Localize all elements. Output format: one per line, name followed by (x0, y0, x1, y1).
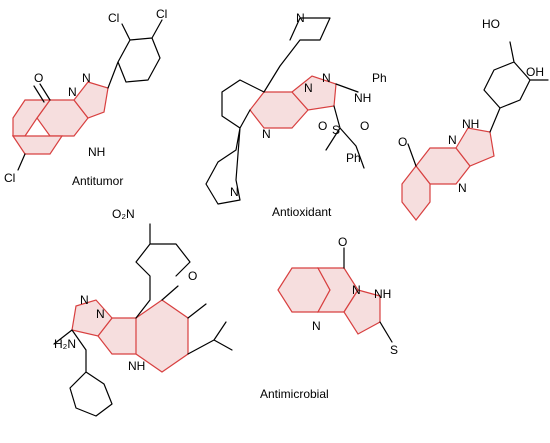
antioxidant-s: S (332, 123, 340, 137)
antioxidant-ph-2: Ph (346, 151, 361, 165)
caption-antitumor: Antitumor (72, 174, 123, 188)
antitumor-cl-1: Cl (108, 11, 119, 25)
thione-bonds (343, 247, 393, 343)
antimicrobial-n2: N (96, 307, 105, 321)
antioxidant-n3: N (262, 127, 271, 141)
thione-pyrazole-highlight (343, 289, 381, 335)
antitumor-carbonyl-o: O (34, 71, 43, 85)
antioxidant-pyrazole-highlight (291, 75, 337, 111)
antioxidant-ph-1: Ph (372, 71, 387, 85)
antitumor-bonds (17, 19, 163, 171)
antimicrobial-n1: N (80, 293, 89, 307)
catechol-ho: HO (482, 17, 500, 31)
antimicrobial-carbonyl-o: O (188, 269, 197, 283)
antimicrobial-h2n: H₂N (54, 337, 76, 351)
antitumor-pyrazole-highlight (73, 81, 109, 119)
antitumor-n2: N (82, 71, 91, 85)
thione-n1: N (352, 283, 361, 297)
antimicrobial-pyrazole-highlight (71, 299, 113, 337)
thione-nh: NH (374, 287, 391, 301)
catechol-bonds (407, 41, 549, 167)
antioxidant-n2: N (322, 71, 331, 85)
antitumor-n1: N (68, 85, 77, 99)
compound-antioxidant: N N N N NH Ph S O O Ph N Antioxidant (205, 11, 387, 219)
catechol-pyrazole-highlight (455, 127, 495, 167)
antioxidant-bonds (205, 17, 365, 205)
antitumor-benzo2-highlight (11, 135, 64, 155)
compound-catechol: HO OH O N NH N (398, 17, 549, 221)
catechol-oh: OH (526, 65, 544, 79)
thione-s: S (390, 343, 398, 357)
compound-thione: O N NH N S (277, 235, 398, 357)
catechol-carbonyl-o: O (398, 135, 407, 149)
antimicrobial-bonds (53, 223, 233, 417)
caption-antimicrobial: Antimicrobial (260, 387, 329, 401)
antimicrobial-o2n: O₂N (112, 207, 135, 221)
catechol-n1: N (448, 133, 457, 147)
antimicrobial-nh: NH (128, 359, 145, 373)
compound-antimicrobial: O₂N O N N H₂N NH Antimicrobial (53, 207, 329, 417)
antioxidant-nh: NH (354, 91, 371, 105)
antitumor-cl-2: Cl (156, 7, 167, 21)
catechol-nh: NH (462, 117, 479, 131)
thione-carbonyl-o: O (338, 235, 347, 249)
antioxidant-n1: N (304, 81, 313, 95)
caption-antioxidant: Antioxidant (272, 205, 332, 219)
thione-n2: N (312, 319, 321, 333)
antioxidant-pyridine-n-top: N (296, 11, 305, 25)
compound-antitumor: O N N NH Cl Cl Cl Antitumor (4, 7, 167, 188)
antioxidant-so-o1: O (318, 119, 327, 133)
antitumor-cl-3: Cl (4, 171, 15, 185)
antioxidant-pyridine-n-bottom: N (230, 185, 239, 199)
catechol-n2: N (458, 181, 467, 195)
antioxidant-so-o2: O (360, 119, 369, 133)
antitumor-nh: NH (88, 145, 105, 159)
